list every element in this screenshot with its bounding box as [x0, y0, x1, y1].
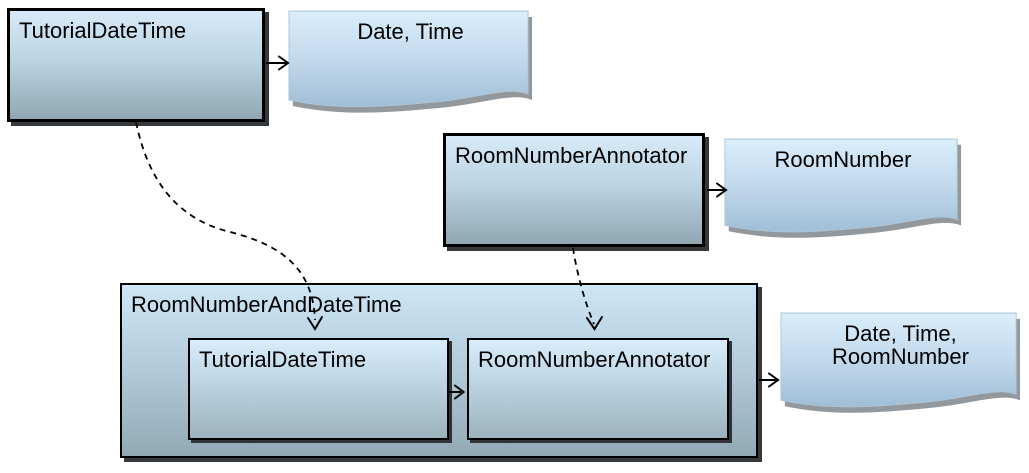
inner-box-room-number-annotator: RoomNumberAnnotator — [467, 338, 729, 440]
inner-box-tutorial-datetime-label: TutorialDateTime — [199, 347, 367, 372]
inner-box-tutorial-datetime: TutorialDateTime — [188, 338, 449, 440]
document-body — [724, 138, 958, 233]
document-shape — [724, 138, 962, 238]
document-room-number: RoomNumber — [724, 138, 962, 241]
document-date-time: Date, Time — [288, 10, 533, 116]
document-body — [780, 312, 1017, 408]
arrow-right-icon — [278, 55, 290, 71]
aggregate-title: RoomNumberAndDateTime — [131, 292, 402, 317]
document-shape — [288, 10, 533, 113]
document-label-line1: Date, Time, — [844, 321, 957, 346]
box-room-number-and-date-time: RoomNumberAndDateTime TutorialDateTime R… — [120, 283, 758, 458]
document-shape — [780, 312, 1021, 413]
box-room-number-annotator: RoomNumberAnnotator — [443, 133, 705, 247]
box-tutorial-datetime-label: TutorialDateTime — [19, 18, 187, 43]
document-room-number-label: RoomNumber — [774, 147, 912, 172]
box-tutorial-datetime: TutorialDateTime — [7, 8, 265, 122]
inner-box-room-number-annotator-label: RoomNumberAnnotator — [478, 347, 711, 372]
document-date-time-room-number: Date, Time, RoomNumber — [780, 312, 1021, 416]
arrow-right-icon — [768, 372, 780, 388]
document-date-time-room-number-label: Date, Time, RoomNumber — [780, 312, 1021, 368]
document-body — [288, 10, 529, 108]
box-room-number-annotator-label: RoomNumberAnnotator — [455, 143, 688, 168]
document-date-time-label: Date, Time — [357, 19, 464, 44]
document-label-line2: RoomNumber — [832, 344, 969, 369]
